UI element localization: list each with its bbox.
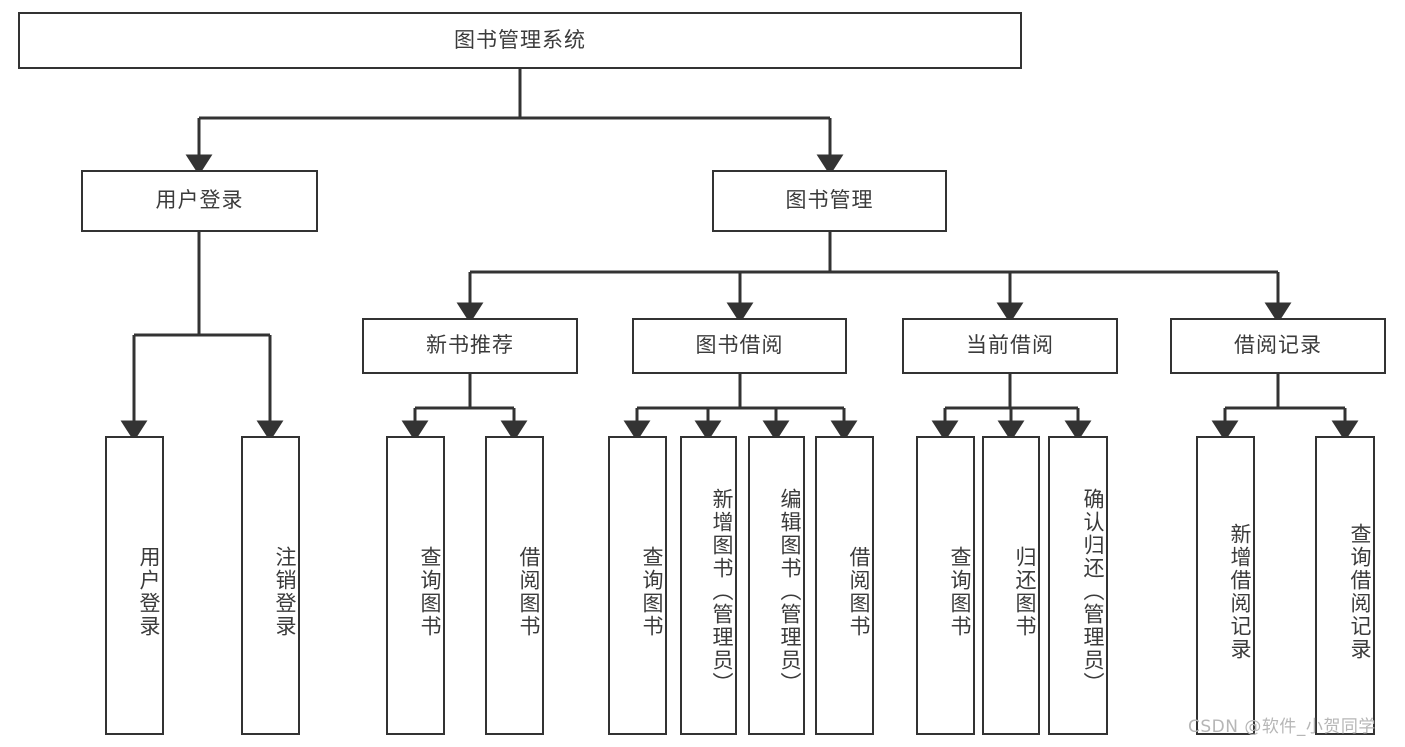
node-leaf-query-book-2-label: 查询图书 [640,545,664,638]
node-leaf-return-book[interactable]: 归还图书 [982,436,1040,735]
node-leaf-borrow-book-1[interactable]: 借阅图书 [485,436,544,735]
node-leaf-edit-book-label: 编辑图书（管理员） [778,488,802,695]
node-borrow-record-label: 借阅记录 [1234,333,1322,358]
node-user-login-label: 用户登录 [155,188,244,213]
node-leaf-confirm-return-label: 确认归还（管理员） [1081,488,1105,695]
node-leaf-query-book-2[interactable]: 查询图书 [608,436,667,735]
node-book-borrow[interactable]: 图书借阅 [632,318,847,374]
node-new-book-rec[interactable]: 新书推荐 [362,318,578,374]
node-leaf-borrow-book-2[interactable]: 借阅图书 [815,436,874,735]
node-current-borrow-label: 当前借阅 [966,333,1054,358]
node-borrow-record[interactable]: 借阅记录 [1170,318,1386,374]
node-leaf-edit-book[interactable]: 编辑图书（管理员） [748,436,805,735]
node-leaf-user-login[interactable]: 用户登录 [105,436,164,735]
node-leaf-query-record[interactable]: 查询借阅记录 [1315,436,1375,735]
node-leaf-logout[interactable]: 注销登录 [241,436,300,735]
node-leaf-query-book-3-label: 查询图书 [948,545,972,638]
node-leaf-query-book-3[interactable]: 查询图书 [916,436,975,735]
csdn-watermark: CSDN @软件_小贺同学 [1188,717,1376,737]
node-leaf-logout-label: 注销登录 [273,545,297,638]
node-leaf-query-record-label: 查询借阅记录 [1348,522,1372,661]
node-new-book-rec-label: 新书推荐 [426,333,514,358]
node-current-borrow[interactable]: 当前借阅 [902,318,1118,374]
node-leaf-user-login-label: 用户登录 [137,545,161,638]
node-leaf-add-book[interactable]: 新增图书（管理员） [680,436,737,735]
node-leaf-borrow-book-2-label: 借阅图书 [847,545,871,638]
node-leaf-add-book-label: 新增图书（管理员） [710,488,734,695]
node-leaf-query-book-1[interactable]: 查询图书 [386,436,445,735]
node-book-borrow-label: 图书借阅 [695,333,784,358]
node-leaf-confirm-return[interactable]: 确认归还（管理员） [1048,436,1108,735]
node-leaf-query-book-1-label: 查询图书 [418,545,442,638]
node-root-label: 图书管理系统 [454,27,586,52]
node-user-login[interactable]: 用户登录 [81,170,318,232]
node-leaf-borrow-book-1-label: 借阅图书 [517,545,541,638]
node-book-manage-label: 图书管理 [785,188,874,213]
node-root[interactable]: 图书管理系统 [18,12,1022,69]
node-leaf-add-record-label: 新增借阅记录 [1228,522,1252,661]
node-book-manage[interactable]: 图书管理 [712,170,947,232]
node-leaf-return-book-label: 归还图书 [1013,545,1037,638]
node-leaf-add-record[interactable]: 新增借阅记录 [1196,436,1255,735]
